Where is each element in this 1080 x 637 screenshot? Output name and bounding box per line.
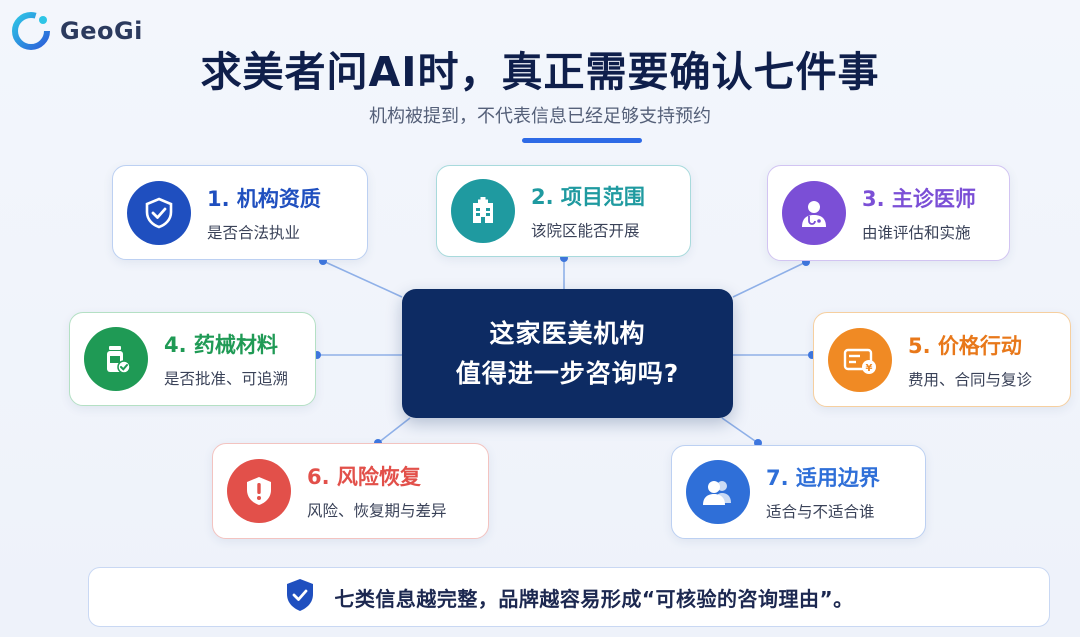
card-description: 由谁评估和实施 <box>862 224 971 242</box>
card-applicable-scope: 7. 适用边界 适合与不适合谁 <box>671 445 926 539</box>
svg-text:¥: ¥ <box>866 363 873 374</box>
card-description: 费用、合同与复诊 <box>908 370 1033 389</box>
card-title: 6. 风险恢复 <box>307 465 421 489</box>
card-description: 该院区能否开展 <box>531 222 640 240</box>
card-description: 适合与不适合谁 <box>766 503 875 521</box>
medicine-bottle-icon <box>84 327 148 391</box>
doctor-icon <box>782 181 846 245</box>
card-price-action: ¥ 5. 价格行动 费用、合同与复诊 <box>813 312 1071 407</box>
price-card-icon: ¥ <box>828 327 892 392</box>
card-description: 风险、恢复期与差异 <box>307 502 447 520</box>
card-title: 4. 药械材料 <box>164 333 278 357</box>
logo-icon <box>10 10 52 52</box>
footer-banner: 七类信息越完整，品牌越容易形成“可核验的咨询理由”。 <box>88 567 1050 627</box>
page-title: 求美者问AI时，真正需要确认七件事 <box>200 48 880 96</box>
users-icon <box>686 460 750 524</box>
brand-name: GeoGi <box>60 17 143 45</box>
page-subtitle: 机构被提到，不代表信息已经足够支持预约 <box>369 106 711 127</box>
card-title: 5. 价格行动 <box>908 333 1022 358</box>
card-chief-doctor: 3. 主诊医师 由谁评估和实施 <box>767 165 1010 261</box>
shield-check-icon <box>127 180 191 245</box>
card-description: 是否合法执业 <box>207 223 301 242</box>
card-qualification: 1. 机构资质 是否合法执业 <box>112 165 368 260</box>
card-title: 3. 主诊医师 <box>862 187 976 211</box>
central-question: 这家医美机构 值得进一步咨询吗? <box>402 289 733 418</box>
card-description: 是否批准、可追溯 <box>164 370 289 388</box>
shield-check-icon <box>284 577 316 617</box>
hospital-building-icon <box>451 179 515 243</box>
title-underline <box>522 138 642 143</box>
warning-shield-icon <box>227 459 291 523</box>
footer-text: 七类信息越完整，品牌越容易形成“可核验的咨询理由”。 <box>334 586 854 611</box>
card-title: 2. 项目范围 <box>531 185 645 209</box>
card-risk-recovery: 6. 风险恢复 风险、恢复期与差异 <box>212 443 489 539</box>
card-drugs-devices: 4. 药械材料 是否批准、可追溯 <box>69 312 316 406</box>
brand-logo: GeoGi <box>10 10 143 52</box>
central-question-line1: 这家医美机构 <box>489 318 646 348</box>
card-title: 1. 机构资质 <box>207 186 321 211</box>
card-title: 7. 适用边界 <box>766 466 880 490</box>
central-question-line2: 值得进一步咨询吗? <box>455 358 680 388</box>
card-project-scope: 2. 项目范围 该院区能否开展 <box>436 165 691 257</box>
